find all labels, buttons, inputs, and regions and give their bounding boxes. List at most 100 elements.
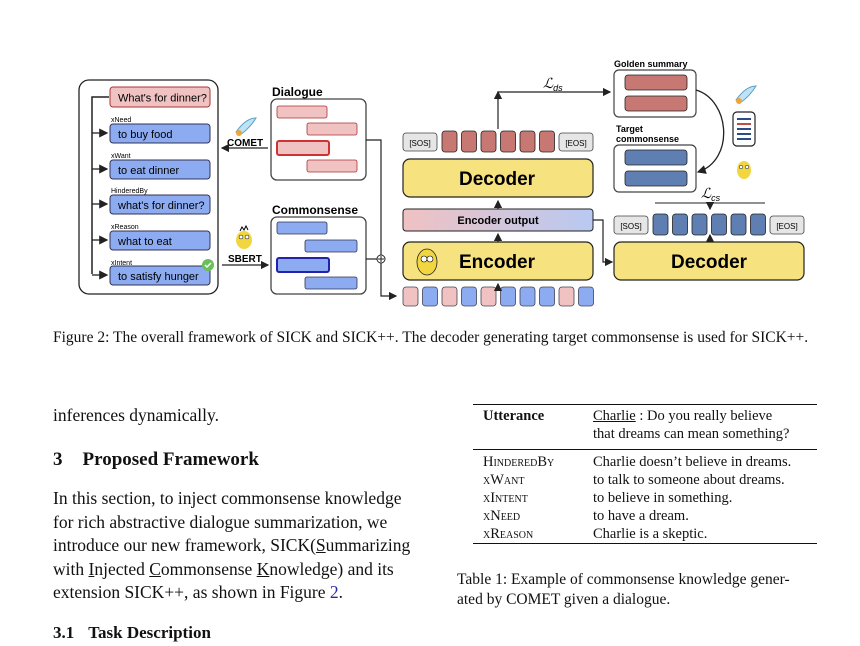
input-token xyxy=(539,286,555,307)
commonsense-title: Commonsense xyxy=(272,203,358,217)
commonsense-token xyxy=(711,213,727,236)
encoder-output-label: Encoder output xyxy=(457,215,539,227)
svg-text:xNeed: xNeed xyxy=(111,117,131,124)
figure-caption: Figure 2: The overall framework of SICK … xyxy=(53,329,809,346)
relation-cell: xNeed xyxy=(483,508,521,524)
document-icon xyxy=(732,111,756,147)
sbert-label: SBERT xyxy=(228,254,262,265)
utterance-text: What's for dinner? xyxy=(118,93,207,105)
summary-decoder-label: Decoder xyxy=(459,169,536,190)
utterance-bubble xyxy=(109,86,211,108)
inference-cell: to talk to someone about dreams. xyxy=(593,472,785,488)
target-commonsense-label-1: Target xyxy=(616,124,643,134)
comet-curve-arrow xyxy=(695,89,725,174)
loss-cs: ℒcs xyxy=(701,185,721,203)
svg-text:xWant: xWant xyxy=(111,153,131,160)
input-token xyxy=(500,286,516,307)
subsection-title: Task Description xyxy=(88,623,211,642)
inference-xwant: xWant to eat dinner xyxy=(109,153,211,180)
para-line: extension SICK++, as shown in Figure 2. xyxy=(53,582,344,602)
golden-summary-label: Golden summary xyxy=(614,59,688,69)
section-title: Proposed Framework xyxy=(82,449,259,470)
target-commonsense-label-2: commonsense xyxy=(616,134,679,144)
text-line: inferences dynamically. xyxy=(53,405,220,425)
summary-token xyxy=(480,130,497,153)
summary-token xyxy=(519,130,536,153)
para-line: introduce our new framework, SICK(Summar… xyxy=(53,535,411,555)
figure-link[interactable]: 2 xyxy=(329,582,339,602)
input-token xyxy=(402,286,419,307)
commonsense-box xyxy=(270,216,367,295)
summary-token xyxy=(500,130,516,153)
dialogue-title: Dialogue xyxy=(272,85,323,99)
summary-decoder-block xyxy=(402,158,594,198)
summary-token xyxy=(539,130,555,153)
subsection-number: 3.1 xyxy=(53,623,75,642)
sbert-icon xyxy=(236,224,252,249)
svg-text:to satisfy hunger: to satisfy hunger xyxy=(118,271,199,283)
relation-cell: xReason xyxy=(483,526,534,542)
para-line: for rich abstractive dialogue summarizat… xyxy=(53,511,388,532)
input-token xyxy=(480,286,497,307)
svg-text:xReason: xReason xyxy=(111,224,139,231)
table-row: xReason Charlie is a skeptic. xyxy=(473,525,817,543)
intro-paragraph: In this section, to inject commonsense k… xyxy=(53,487,431,605)
eos-token xyxy=(558,132,594,152)
input-token xyxy=(519,286,536,307)
svg-text:HinderedBy: HinderedBy xyxy=(111,188,148,195)
para-line: In this section, to inject commonsense k… xyxy=(53,488,402,508)
input-token xyxy=(422,286,438,307)
inference-xneed: xNeed to buy food xyxy=(109,117,211,144)
inference-xintent: xIntent to satisfy hunger xyxy=(109,259,214,286)
svg-text:to buy food: to buy food xyxy=(118,129,172,141)
input-token xyxy=(558,286,575,307)
svg-text:what's for dinner?: what's for dinner? xyxy=(117,200,204,212)
example-table: Utterance Charlie : Do you really believ… xyxy=(473,407,817,543)
input-tokens xyxy=(402,286,594,307)
commonsense-token xyxy=(652,213,669,236)
table-header-row: Utterance Charlie : Do you really believ… xyxy=(473,407,817,449)
input-token xyxy=(441,286,458,307)
sos-token xyxy=(402,132,438,152)
sos-label: [SOS] xyxy=(409,139,430,148)
svg-text:what to eat: what to eat xyxy=(117,236,172,248)
inference-cell: Charlie is a skeptic. xyxy=(593,526,708,542)
commonsense-decoder-label: Decoder xyxy=(671,252,748,273)
summary-output-tokens: [SOS] [EOS] xyxy=(402,130,594,153)
subsection-heading: 3.1 Task Description xyxy=(53,623,211,643)
comet-icon-right xyxy=(735,85,757,104)
input-token xyxy=(578,286,594,307)
table-row: xNeed to have a dream. xyxy=(473,507,817,525)
relation-cell: HinderedBy xyxy=(483,454,555,470)
sos-label: [SOS] xyxy=(620,222,641,231)
commonsense-token xyxy=(691,213,708,236)
bart-icon xyxy=(416,248,438,276)
caption-line: ated by COMET given a dialogue. xyxy=(457,591,671,608)
inference-cell: to have a dream. xyxy=(593,508,689,524)
table-top-rule xyxy=(473,404,817,405)
encoder-label: Encoder xyxy=(459,252,536,273)
sbert-icon-right xyxy=(737,161,751,179)
svg-text:to eat dinner: to eat dinner xyxy=(118,165,179,177)
table-caption: Table 1: Example of commonsense knowledg… xyxy=(457,570,837,610)
table-bottom-rule xyxy=(473,543,817,544)
inference-hinderedby: HinderedBy what's for dinner? xyxy=(109,188,211,215)
summary-token xyxy=(461,130,477,153)
commonsense-token xyxy=(672,213,688,236)
svg-text:xIntent: xIntent xyxy=(111,260,132,267)
commonsense-token xyxy=(730,213,747,236)
eos-token xyxy=(769,215,805,235)
eos-label: [EOS] xyxy=(565,139,586,148)
input-token xyxy=(461,286,477,307)
eos-label: [EOS] xyxy=(776,222,797,231)
bracket-line xyxy=(91,96,109,274)
caption-line: Table 1: Example of commonsense knowledg… xyxy=(457,571,790,588)
inference-xreason: xReason what to eat xyxy=(109,224,211,251)
loss-ds: ℒds xyxy=(543,75,563,93)
sos-token xyxy=(613,215,649,235)
relation-cell: xWant xyxy=(483,472,525,488)
para-line: with Injected Commonsense Knowledge) and… xyxy=(53,558,394,579)
